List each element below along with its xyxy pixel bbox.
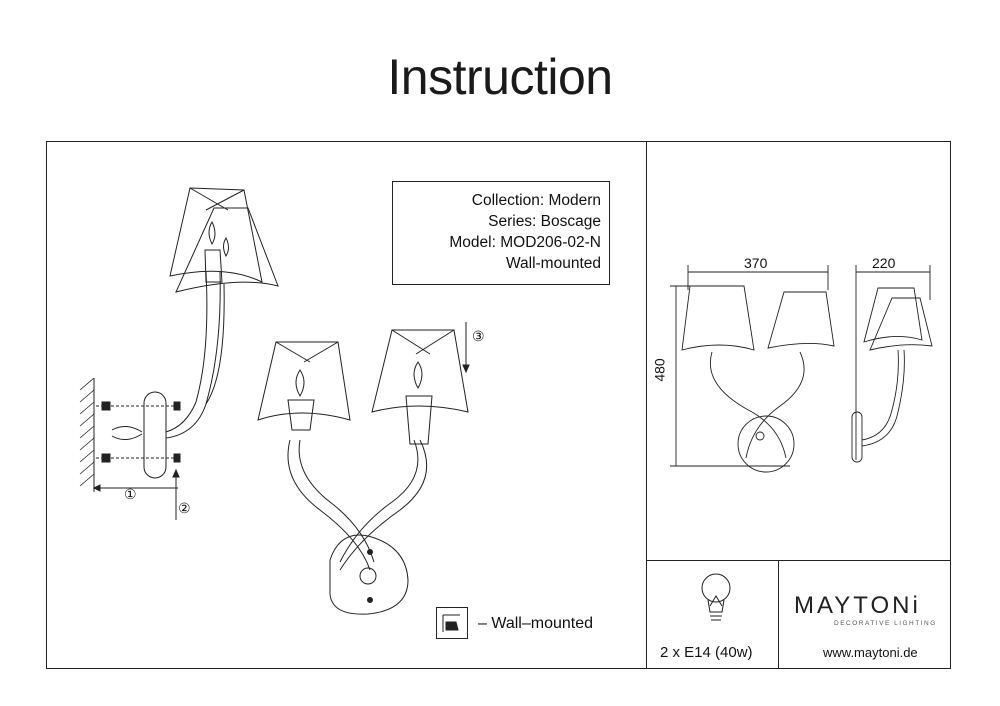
dimension-front-drawing	[670, 265, 835, 473]
page-title: Instruction	[387, 49, 613, 105]
divider-footer	[778, 560, 780, 669]
bulb-icon	[701, 573, 731, 621]
step-2-arrow	[172, 468, 180, 520]
product-info-box: Collection: Modern Series: Boscage Model…	[392, 181, 610, 285]
brand-logo: MAYTONi	[794, 592, 921, 619]
divider-vertical	[646, 141, 648, 669]
wall-mounted-icon	[442, 614, 460, 632]
series-label: Series: Boscage	[488, 213, 601, 230]
step-3-arrow	[462, 322, 470, 374]
wall-mounted-icon-box	[436, 607, 468, 639]
step-3-label: ③	[472, 328, 485, 344]
front-view-lamp	[257, 329, 469, 615]
dimension-width-label: 370	[744, 255, 768, 271]
step-1-label: ①	[124, 486, 137, 502]
bulb-spec: 2 x E14 (40w)	[660, 644, 753, 661]
dimension-depth-label: 220	[872, 255, 896, 271]
mount-label: Wall-mounted	[505, 255, 601, 272]
instruction-frame	[46, 141, 951, 669]
dimension-height-label: 480	[651, 358, 668, 382]
wall-mounted-legend: – Wall–mounted	[478, 615, 594, 632]
divider-horizontal	[646, 560, 951, 562]
side-view-lamp	[79, 187, 279, 488]
collection-label: Collection: Modern	[471, 192, 601, 209]
brand-tagline: DECORATIVE LIGHTING	[834, 620, 937, 627]
model-label: Model: MOD206-02-N	[449, 234, 601, 251]
brand-url: www.maytoni.de	[823, 645, 918, 660]
step-2-label: ②	[178, 500, 191, 516]
dimension-side-drawing	[851, 265, 933, 463]
